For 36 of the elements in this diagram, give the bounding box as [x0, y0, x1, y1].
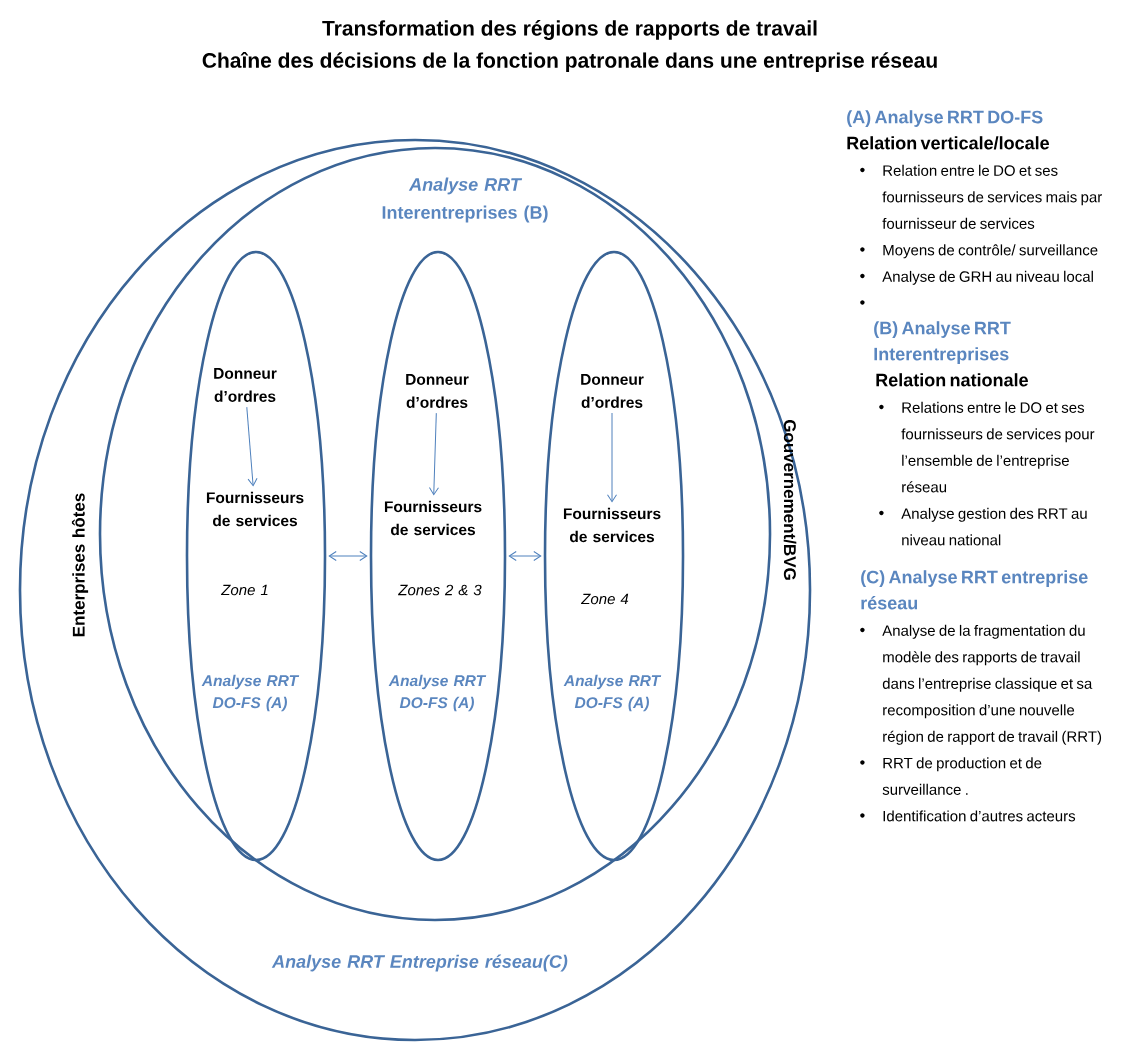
arrow	[246, 406, 258, 487]
ellipse-label: Zone 1	[220, 584, 268, 596]
node-label: Donneur d’ordres	[214, 368, 277, 402]
arrow	[607, 412, 617, 503]
ellipse-label: Analyse RRT Interentreprises (B)	[382, 177, 548, 223]
title: Transformation des régions de rapports de travail	[322, 20, 817, 40]
subheading: Relation nationale	[876, 373, 1028, 387]
section-heading: (B) Analyse RRT Interentreprises	[874, 321, 1011, 364]
ellipse-label: Enterprises hôtes	[71, 493, 89, 637]
arrow	[508, 551, 542, 561]
subtitle: Chaîne des décisions de la fonction patronale dans une entreprise réseau	[202, 51, 937, 72]
node-label: Donneur d’ordres	[581, 374, 644, 408]
node-label: Fournisseurs de services	[206, 491, 304, 527]
node-label: Fournisseurs de services	[384, 500, 482, 536]
bullet-text: Analyse gestion des RRT au niveau national	[901, 507, 1087, 546]
bullet-text: Analyse de la fragmentation du modèle des rapports de travail dans l’entreprise classique et sa recomposition d’une nouvelle région de rapport de travail (RRT)	[882, 624, 1102, 745]
ellipse-label: Zone 4	[580, 593, 629, 605]
bullet-text: Identification d’autres acteurs	[883, 810, 1076, 822]
arrow	[428, 412, 439, 496]
section-heading: (C) Analyse RRT entreprise réseau	[861, 570, 1088, 610]
arrow	[328, 551, 368, 561]
subheading: Relation verticale/locale	[847, 136, 1049, 150]
node-label: Donneur d’ordres	[406, 374, 469, 408]
ellipse-label: Analyse RRT Entreprise réseau(C)	[271, 954, 568, 972]
bullet-text: RRT de production et de surveillance .	[882, 757, 1042, 795]
ellipse-label: Analyse RRT DO-FS (A)	[563, 674, 662, 712]
bullet-text: Moyens de contrôle/ surveillance	[883, 244, 1098, 259]
bullet-text: Analyse de GRH au niveau local	[882, 270, 1093, 285]
ellipse-label: Analyse RRT DO-FS (A)	[201, 674, 300, 712]
bullet-text: Relations entre le DO et ses fournisseurs de services pour l’ensemble de l’entreprise réseau	[901, 401, 1095, 493]
ellipse-label: Analyse RRT DO-FS (A)	[388, 674, 487, 712]
section-heading: (A) Analyse RRT DO-FS	[847, 110, 1043, 127]
ellipse-label: Zones 2 & 3	[398, 584, 482, 596]
node-label: Fournisseurs de services	[563, 507, 661, 543]
ellipse-label: Gouvernement/BVG	[783, 419, 797, 580]
bullet-text: Relation entre le DO et ses fournisseurs de services mais par fournisseur de services	[882, 164, 1102, 229]
